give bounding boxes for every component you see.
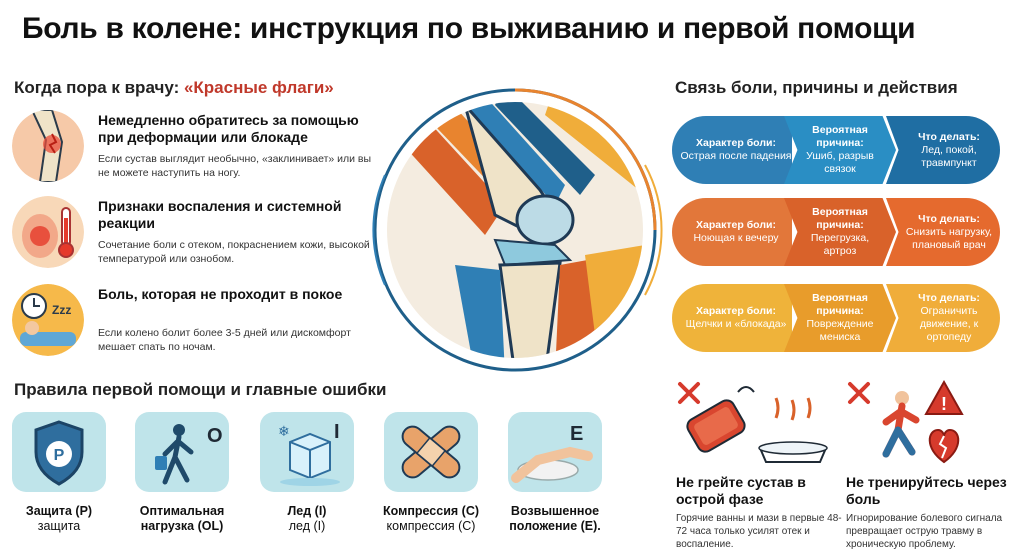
pain-type-cell: Характер боли: Ноющая к вечеру <box>672 198 792 266</box>
flow-row: Характер боли: Острая после падения Веро… <box>672 116 1000 184</box>
red-flag-description: Если сустав выглядит необычно, «заклинив… <box>98 153 372 179</box>
mistake-no-heat: Не грейте сустав в острой фазе Горячие в… <box>676 378 846 551</box>
card-title: Защита (P) <box>25 504 93 518</box>
svg-text:P: P <box>54 447 65 464</box>
svg-text:❄: ❄ <box>278 424 290 440</box>
walking-person-icon: O <box>135 412 229 492</box>
svg-text:Zzz: Zzz <box>52 303 71 317</box>
inflamed-knee-thermometer-icon <box>12 196 84 268</box>
card-title: Лед (I) <box>287 504 327 518</box>
red-flag-item: Признаки воспаления и системной реакции … <box>12 194 372 274</box>
red-flags-heading: Когда пора к врачу: «Красные флаги» <box>14 78 334 98</box>
first-aid-card-ice: ❄ I Лед (I)лед (I) <box>260 412 356 534</box>
red-flag-item: Zzz Боль, которая не проходит в покое Ес… <box>12 282 372 362</box>
svg-text:!: ! <box>941 394 947 414</box>
mistake-description: Игнорирование болевого сигнала превращае… <box>846 513 1003 550</box>
knee-anatomy-illustration <box>355 85 675 375</box>
probable-cause-cell: Вероятная причина: Ушиб, разрыв связок <box>784 116 896 184</box>
red-flag-item: Немедленно обратитесь за помощью при деф… <box>12 108 372 188</box>
action-cell: Что делать: Ограничить движение, к ортоп… <box>886 284 1000 352</box>
shield-icon: P <box>12 412 106 492</box>
first-aid-card-optimal-load: O Оптимальная нагрузка (OL) <box>135 412 231 534</box>
red-flag-title: Признаки воспаления и системной реакции <box>98 198 342 231</box>
flow-heading: Связь боли, причины и действия <box>675 78 958 97</box>
red-flags-heading-accent: «Красные флаги» <box>183 78 334 97</box>
heating-pad-bath-icon <box>676 378 846 470</box>
red-flag-description: Сочетание боли с отеком, покраснением ко… <box>98 239 370 265</box>
knee-deformity-icon <box>12 110 84 182</box>
card-subtitle: защита <box>37 519 81 533</box>
first-aid-card-compression: Компрессия (C)компрессия (C) <box>383 412 480 534</box>
elevated-leg-icon: E <box>508 412 602 492</box>
red-flag-description: Если колено болит более 3-5 дней или дис… <box>98 327 351 353</box>
svg-text:I: I <box>334 421 340 443</box>
card-title: Возвышенное положение (E). <box>509 504 601 533</box>
card-title: Оптимальная нагрузка (OL) <box>139 504 225 533</box>
red-flag-title: Боль, которая не проходит в покое <box>98 286 343 302</box>
clock-sleep-icon: Zzz <box>12 284 84 356</box>
card-subtitle: лед (I) <box>288 519 326 533</box>
card-subtitle: компрессия (C) <box>386 519 476 533</box>
card-title: Компрессия (C) <box>382 504 480 518</box>
mistake-description: Горячие ванны и мази в первые 48-72 часа… <box>676 513 842 550</box>
runner-broken-heart-icon: ! <box>846 378 1016 470</box>
pain-type-cell: Характер боли: Щелчки и «блокада» <box>672 284 792 352</box>
action-cell: Что делать: Лед, покой, травмпункт <box>886 116 1000 184</box>
flow-row: Характер боли: Ноющая к вечеру Вероятная… <box>672 198 1000 266</box>
red-flags-heading-prefix: Когда пора к врачу: <box>14 78 184 97</box>
first-aid-heading: Правила первой помощи и главные ошибки <box>14 380 387 399</box>
action-cell: Что делать: Снизить нагрузку, плановый в… <box>886 198 1000 266</box>
red-flag-title: Немедленно обратитесь за помощью при деф… <box>98 112 359 145</box>
ice-cube-icon: ❄ I <box>260 412 354 492</box>
flow-row: Характер боли: Щелчки и «блокада» Вероят… <box>672 284 1000 352</box>
bandage-icon <box>384 412 478 492</box>
svg-text:O: O <box>207 425 223 447</box>
svg-text:E: E <box>570 423 583 445</box>
mistake-title: Не тренируйтесь через боль <box>846 474 1007 507</box>
mistake-title: Не грейте сустав в острой фазе <box>676 474 806 507</box>
probable-cause-cell: Вероятная причина: Перегрузка, артроз <box>784 198 896 266</box>
first-aid-card-protection: P Защита (P)защита <box>12 412 108 534</box>
probable-cause-cell: Вероятная причина: Повреждение мениска <box>784 284 896 352</box>
pain-type-cell: Характер боли: Острая после падения <box>672 116 792 184</box>
page-title: Боль в колене: инструкция по выживанию и… <box>22 12 916 45</box>
mistake-no-training: ! Не тренируйтесь через боль Игнорирован… <box>846 378 1016 551</box>
first-aid-card-elevation: E Возвышенное положение (E). <box>508 412 604 534</box>
